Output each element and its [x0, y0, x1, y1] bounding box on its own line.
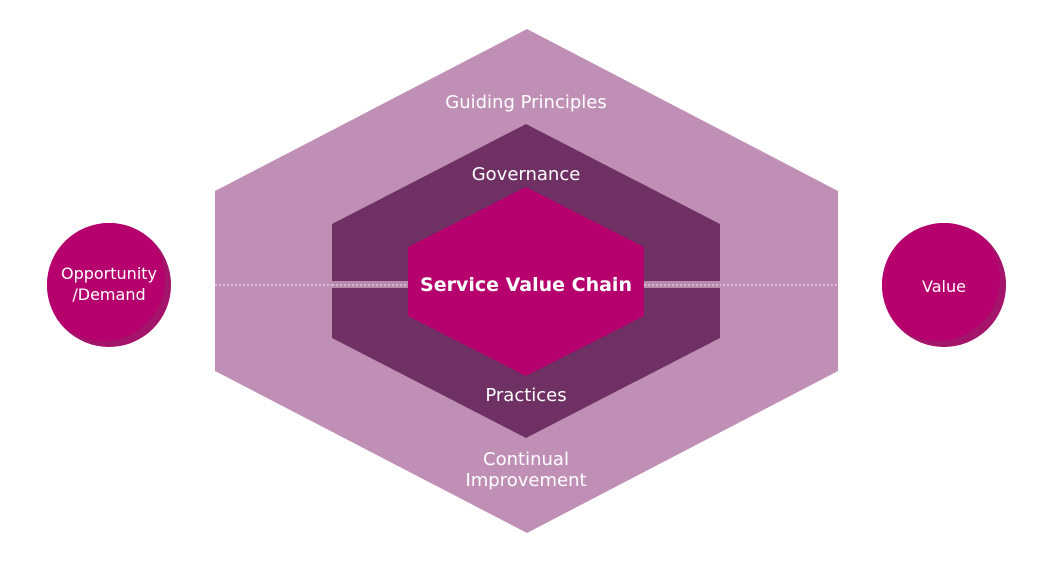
value-label: Value [922, 277, 966, 296]
practices-label: Practices [485, 385, 566, 406]
opportunity-demand-circle [47, 223, 171, 347]
value-circle [882, 223, 1006, 347]
circle-highlight [882, 223, 1000, 341]
improvement-label: Improvement [465, 470, 586, 491]
service-value-chain-label: Service Value Chain [420, 274, 632, 296]
demand-label: /Demand [72, 285, 145, 304]
governance-label: Governance [472, 164, 581, 185]
circle-highlight [47, 223, 165, 341]
continual-label: Continual [483, 449, 569, 470]
opportunity-label: Opportunity [61, 264, 157, 283]
core-hexagon [408, 187, 644, 376]
guiding-principles-label: Guiding Principles [445, 92, 606, 113]
